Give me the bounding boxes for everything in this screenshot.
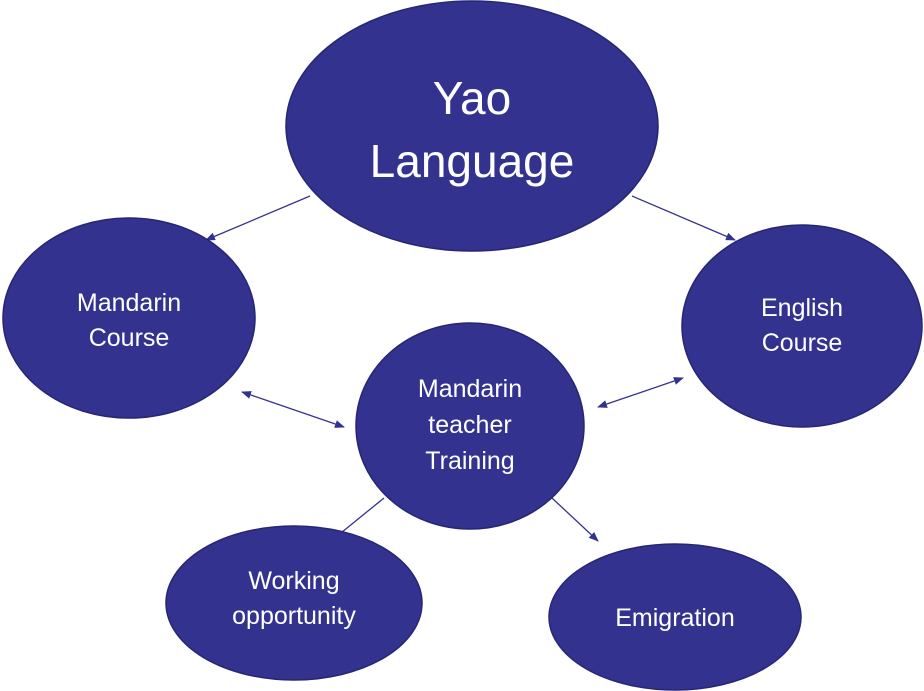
node-mandarin-course-line-1: Mandarin — [77, 289, 181, 317]
node-mandarin-course-line-2: Course — [89, 324, 170, 352]
node-training-line-1: Mandarin — [418, 375, 522, 403]
node-working-opportunity-line-1: Working — [248, 567, 339, 595]
node-emigration-line-1: Emigration — [615, 604, 735, 632]
edge-training-to-emigration — [551, 497, 599, 542]
node-english-course-line-2: Course — [762, 329, 843, 357]
node-english-course-line-1: English — [761, 294, 843, 322]
node-mandarin-teacher-training: Mandarin teacher Training — [355, 322, 585, 530]
edge-yao-to-english-course — [631, 195, 736, 241]
node-emigration: Emigration — [548, 543, 802, 691]
node-working-opportunity: Working opportunity — [165, 525, 423, 681]
node-yao-language: Yao Language — [285, 0, 659, 252]
node-mandarin-course: Mandarin Course — [2, 217, 256, 419]
edge-english-course-training — [597, 377, 684, 408]
edge-mandarin-course-training — [241, 391, 345, 428]
edge-yao-to-mandarin-course — [205, 195, 311, 241]
node-english-course: English Course — [681, 224, 923, 428]
node-yao-language-line-1: Yao — [433, 72, 511, 124]
edges — [205, 195, 736, 542]
node-training-line-3: Training — [425, 447, 514, 475]
node-working-opportunity-line-2: opportunity — [232, 602, 356, 630]
node-yao-language-line-2: Language — [370, 135, 575, 187]
node-training-line-2: teacher — [428, 411, 511, 439]
